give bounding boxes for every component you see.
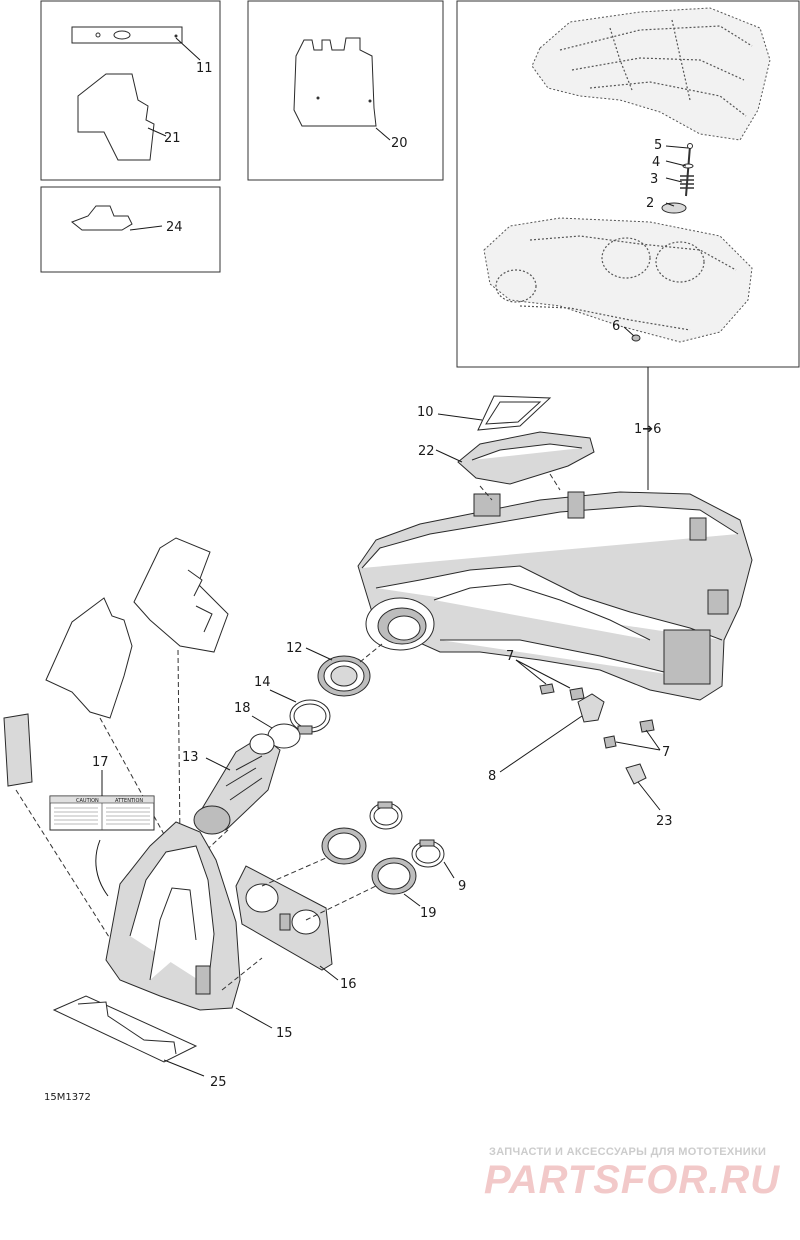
inset-box-11-21 xyxy=(40,0,221,181)
part-filter-block xyxy=(3,713,33,787)
callout-12: 12 xyxy=(286,641,303,656)
callout-1-6: 1➔6 xyxy=(634,422,661,437)
watermark-logo[interactable]: PARTSFOR.RU xyxy=(484,1158,781,1202)
watermark-tagline: ЗАПЧАСТИ И АКСЕССУАРЫ ДЛЯ МОТОТЕХНИКИ xyxy=(489,1146,767,1158)
callout-5: 5 xyxy=(654,138,662,153)
callout-6: 6 xyxy=(612,319,620,334)
callout-7-upper: 7 xyxy=(506,649,514,664)
part-14-clamp xyxy=(289,699,331,735)
callout-19: 19 xyxy=(420,906,437,921)
callout-14: 14 xyxy=(254,675,271,690)
callout-10: 10 xyxy=(417,405,434,420)
callout-17: 17 xyxy=(92,755,109,770)
part-20-heat-shield xyxy=(293,37,377,127)
callout-9: 9 xyxy=(458,879,466,894)
callout-8: 8 xyxy=(488,769,496,784)
part-6-grommet xyxy=(631,334,641,342)
callout-15: 15 xyxy=(276,1026,293,1041)
callout-16: 16 xyxy=(340,977,357,992)
part-24-plate xyxy=(71,205,133,231)
inset-box-24 xyxy=(40,186,221,273)
fastener-stack xyxy=(661,143,694,214)
inset-box-1-6 xyxy=(456,0,800,368)
callout-13: 13 xyxy=(182,750,199,765)
part-19-collar xyxy=(321,827,417,895)
part-12-adaptor xyxy=(317,655,371,697)
part-air-silencer-body xyxy=(357,491,753,701)
part-21-heat-shield xyxy=(77,73,155,161)
callout-18: 18 xyxy=(234,701,251,716)
inset-box-20 xyxy=(247,0,444,181)
part-20-hole xyxy=(316,96,320,100)
figure-id: 15M1372 xyxy=(44,1092,91,1103)
callout-20: 20 xyxy=(391,136,408,151)
part-heat-shield-left xyxy=(133,537,229,653)
part-13-inlet-duct xyxy=(193,733,281,835)
part-8-bracket xyxy=(577,693,605,723)
callout-24: 24 xyxy=(166,220,183,235)
part-11-strip xyxy=(71,26,183,44)
callout-25: 25 xyxy=(210,1075,227,1090)
callout-2: 2 xyxy=(646,196,654,211)
callout-3: 3 xyxy=(650,172,658,187)
part-heat-shield-lower xyxy=(45,597,133,719)
callout-21: 21 xyxy=(164,131,181,146)
callout-23: 23 xyxy=(656,814,673,829)
silencer-upper-ghost xyxy=(531,7,771,141)
part-23-clip xyxy=(625,763,647,785)
label-attention-heading: ATTENTION xyxy=(115,798,143,804)
part-17-warning-label: CAUTION ATTENTION xyxy=(49,795,155,831)
callout-7-lower: 7 xyxy=(662,745,670,760)
label-caution-heading: CAUTION xyxy=(76,798,99,804)
part-20-hole xyxy=(368,99,372,103)
part-15-inlet-box xyxy=(105,821,241,1011)
silencer-lower-ghost xyxy=(483,217,753,343)
part-16-mount-plate xyxy=(235,865,333,971)
callout-22: 22 xyxy=(418,444,435,459)
callout-11: 11 xyxy=(196,61,213,76)
part-9-clamp xyxy=(369,801,445,868)
callout-4: 4 xyxy=(652,155,660,170)
